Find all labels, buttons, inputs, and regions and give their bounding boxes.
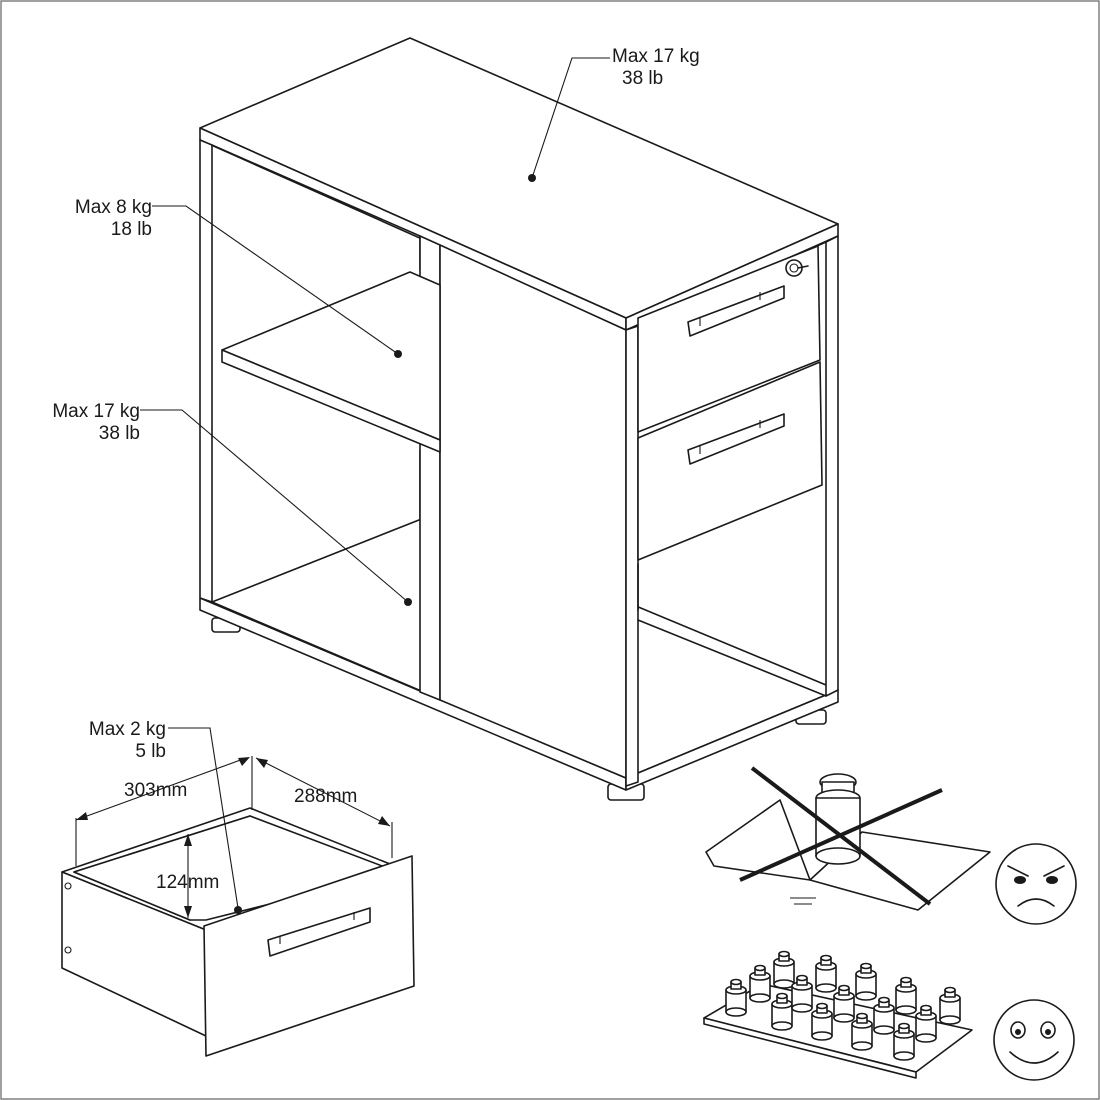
upper-drawer-handle: [687, 285, 785, 337]
width-dim-arrow-left: [76, 812, 88, 820]
lower-drawer-front: [637, 361, 823, 561]
cross-line-2: [739, 788, 943, 882]
cabinet: [199, 37, 839, 801]
top-load-kg: Max 17 kg: [612, 46, 700, 67]
shelf-load-lb: 18 lb: [111, 219, 152, 240]
small-weight-icon: [749, 964, 771, 1003]
load-labels: Max 17 kg 38 lb Max 8 kg 18 lb Max 17 kg…: [52, 46, 700, 606]
small-weight-icon: [939, 986, 961, 1025]
depth-dim-arrow-top: [256, 758, 268, 768]
drawer-load-lb: 5 lb: [135, 741, 166, 762]
lock-key-icon: [785, 259, 809, 277]
angry-face-icon: [995, 843, 1077, 925]
shelf-load-kg: Max 8 kg: [75, 197, 152, 218]
right-load-example: [703, 950, 1075, 1081]
small-weight-icon: [725, 978, 747, 1017]
open-bottom-compartment-edge: [637, 619, 827, 697]
small-weight-icon: [791, 974, 813, 1013]
drawer-screw-lower: [64, 946, 72, 954]
small-weight-icon: [811, 1002, 833, 1041]
drawer-handle: [267, 907, 371, 957]
small-weight-icon: [833, 984, 855, 1023]
small-weight-icon: [893, 1022, 915, 1061]
height-dim-arrow-bottom: [184, 906, 192, 918]
small-weight-icon: [855, 962, 877, 1001]
drawer-load-kg: Max 2 kg: [89, 719, 166, 740]
drawer-front-panel: [203, 855, 415, 1057]
bent-shelf-left: [705, 799, 811, 881]
shelf-front-edge: [221, 349, 441, 453]
drawer-screw-upper: [64, 882, 72, 890]
depth-dim-line: [255, 757, 391, 827]
height-dim-arrow-top: [184, 834, 192, 846]
drawer-detail: 303mm 288mm 124mm Max 2 kg 5 lb: [61, 719, 415, 1057]
heavy-weight-icon: [815, 773, 861, 865]
bottom-load-lb: 38 lb: [99, 423, 140, 444]
top-load-point: [528, 174, 536, 182]
top-load-lb: 38 lb: [622, 68, 663, 89]
bottom-load-point: [404, 598, 412, 606]
small-weight-icon: [773, 950, 795, 989]
width-dim-arrow-right: [238, 757, 250, 766]
depth-dim-arrow-bottom: [378, 816, 390, 826]
middle-divider-face: [439, 244, 627, 779]
happy-face-icon: [993, 999, 1075, 1081]
drawer-height-label: 124mm: [156, 872, 219, 893]
drawer-leader-line: [168, 727, 239, 909]
wrong-load-example: [705, 766, 1077, 925]
small-weight-icon: [915, 1004, 937, 1043]
drawer-load-point: [234, 906, 242, 914]
small-weight-icon: [873, 996, 895, 1035]
width-dim-line: [75, 757, 247, 821]
flat-shelf-edge: [703, 1017, 917, 1079]
cabinet-left-side: [199, 139, 213, 603]
drawer-depth-label: 288mm: [294, 786, 357, 807]
cabinet-right-back-edge: [825, 235, 839, 697]
shelf-top: [221, 271, 441, 441]
small-weights-group: [725, 950, 961, 1061]
bottom-load-kg: Max 17 kg: [52, 401, 140, 422]
top-leader-line: [531, 57, 610, 179]
lower-drawer-handle: [687, 413, 785, 465]
cabinet-right-front-edge: [625, 325, 639, 787]
small-weight-icon: [895, 976, 917, 1015]
shelf-leader-line: [152, 205, 399, 355]
small-weight-icon: [851, 1012, 873, 1051]
shelf-load-point: [394, 350, 402, 358]
bottom-leader-line: [140, 409, 409, 603]
drawer-width-label: 303mm: [124, 780, 187, 801]
small-weight-icon: [771, 992, 793, 1031]
small-weight-icon: [815, 954, 837, 993]
